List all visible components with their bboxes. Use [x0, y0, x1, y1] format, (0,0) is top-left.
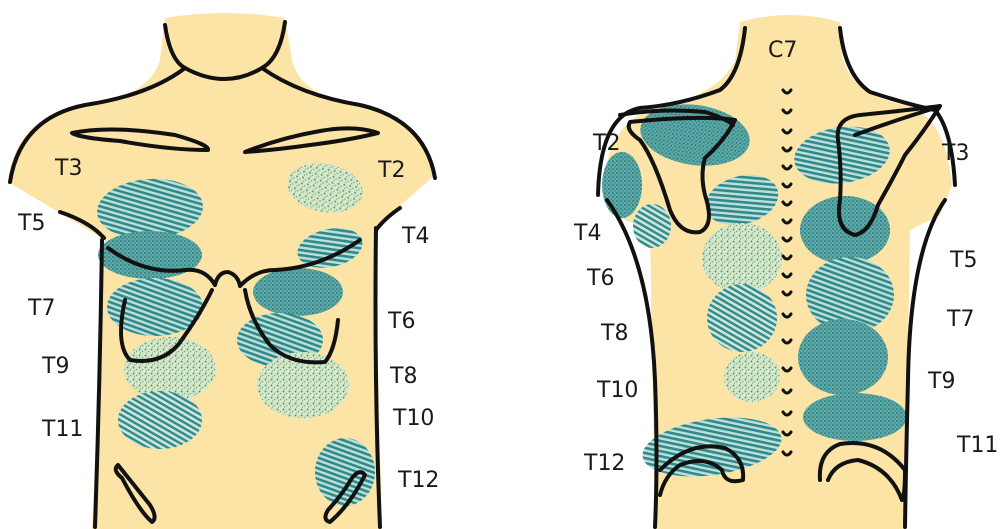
zone: [633, 204, 671, 248]
front-label-t3: T3: [54, 156, 82, 181]
zone: [124, 337, 216, 401]
front-label-t9: T9: [41, 354, 69, 379]
zone: [707, 284, 777, 352]
front-label-t8: T8: [389, 364, 417, 389]
back-label-t3: T3: [941, 141, 969, 166]
back-left-flank: [607, 200, 657, 527]
zone: [803, 393, 907, 441]
zone: [118, 391, 202, 449]
back-torso: C7 T2 T3 T4 T5 T6 T7 T8 T9 T10 T11 T12: [573, 15, 998, 529]
front-label-t7: T7: [27, 296, 55, 321]
back-label-t10: T10: [596, 378, 638, 403]
front-label-t12: T12: [397, 468, 439, 493]
front-body-fill: [8, 13, 435, 529]
back-right-flank: [905, 200, 945, 527]
back-label-t8: T8: [600, 321, 628, 346]
front-torso: T3 T2 T5 T4 T7 T6 T9 T8 T11 T10 T12: [8, 13, 439, 529]
zone: [798, 319, 888, 395]
back-label-t2: T2: [592, 131, 620, 156]
zone: [253, 268, 343, 316]
front-label-t10: T10: [392, 406, 434, 431]
back-label-c7: C7: [768, 38, 797, 63]
back-label-t11: T11: [956, 433, 998, 458]
back-label-t6: T6: [586, 266, 614, 291]
front-label-t11: T11: [41, 417, 83, 442]
back-label-t5: T5: [949, 248, 977, 273]
back-label-t9: T9: [927, 369, 955, 394]
zone: [724, 352, 780, 402]
front-label-t4: T4: [401, 224, 429, 249]
back-label-t4: T4: [573, 221, 601, 246]
back-label-t12: T12: [583, 451, 625, 476]
front-label-t6: T6: [387, 309, 415, 334]
back-label-t7: T7: [946, 307, 974, 332]
zone: [602, 152, 642, 218]
zone: [702, 223, 782, 293]
zone: [315, 438, 375, 506]
front-label-t5: T5: [17, 211, 45, 236]
front-label-t2: T2: [377, 158, 405, 183]
